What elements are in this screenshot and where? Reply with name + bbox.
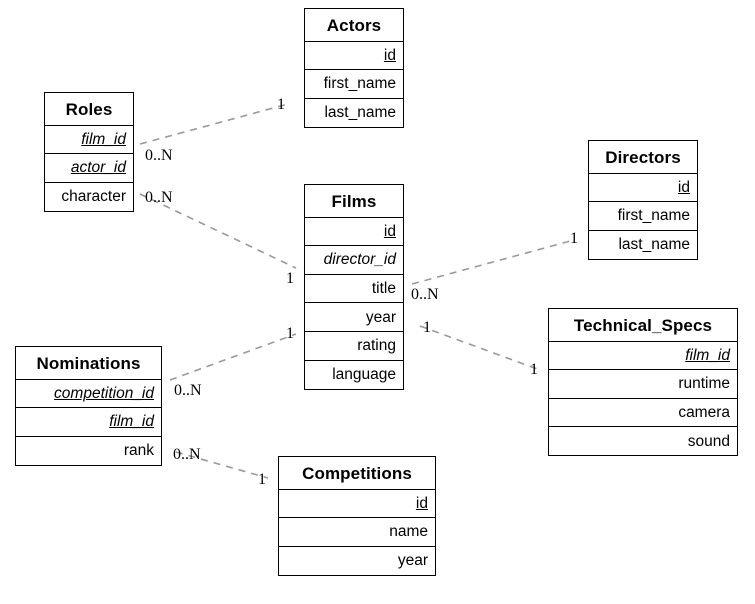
cardinality-label-films-technical_specs-target: 1: [530, 361, 538, 378]
relationship-line-roles-actors: [139, 103, 289, 145]
entity-field-directors-first_name: first_name: [588, 201, 698, 232]
cardinality-label-nominations-competitions-target: 1: [258, 471, 266, 488]
entity-field-competitions-year: year: [278, 545, 436, 576]
entity-field-actors-id: id: [304, 40, 404, 71]
cardinality-label-roles-actors-source: 0..N: [145, 147, 173, 164]
entity-title-roles: Roles: [44, 92, 134, 126]
entity-field-directors-id: id: [588, 172, 698, 203]
cardinality-label-roles-films-source: 0..N: [145, 189, 173, 206]
entity-title-directors: Directors: [588, 140, 698, 174]
entity-field-actors-last_name: last_name: [304, 97, 404, 128]
entity-field-competitions-id: id: [278, 488, 436, 519]
entity-field-technical_specs-sound: sound: [548, 426, 738, 457]
relationship-line-nominations-films: [169, 333, 297, 381]
relationship-line-films-directors: [411, 239, 575, 285]
entity-title-actors: Actors: [304, 8, 404, 42]
entity-field-films-director_id: director_id: [304, 245, 404, 276]
entity-field-films-year: year: [304, 302, 404, 333]
cardinality-label-roles-actors-target: 1: [277, 96, 285, 113]
entity-field-technical_specs-film_id: film_id: [548, 340, 738, 371]
entity-field-competitions-name: name: [278, 517, 436, 548]
entity-field-directors-last_name: last_name: [588, 229, 698, 260]
entity-field-roles-actor_id: actor_id: [44, 153, 134, 184]
entity-field-roles-character: character: [44, 181, 134, 212]
cardinality-label-films-directors-target: 1: [570, 230, 578, 247]
entity-field-roles-film_id: film_id: [44, 124, 134, 155]
entity-field-technical_specs-runtime: runtime: [548, 369, 738, 400]
cardinality-label-nominations-competitions-source: 0..N: [173, 446, 201, 463]
cardinality-label-roles-films-target: 1: [286, 270, 294, 287]
relationship-line-films-technical_specs: [419, 325, 541, 371]
cardinality-label-films-directors-source: 0..N: [411, 286, 439, 303]
entity-title-competitions: Competitions: [278, 456, 436, 490]
entity-field-actors-first_name: first_name: [304, 69, 404, 100]
entity-field-nominations-rank: rank: [15, 435, 162, 466]
entity-field-technical_specs-camera: camera: [548, 397, 738, 428]
cardinality-label-nominations-films-target: 1: [286, 325, 294, 342]
entity-title-films: Films: [304, 184, 404, 218]
entity-title-nominations: Nominations: [15, 346, 162, 380]
entity-field-films-id: id: [304, 216, 404, 247]
entity-title-technical_specs: Technical_Specs: [548, 308, 738, 342]
cardinality-label-nominations-films-source: 0..N: [174, 382, 202, 399]
entity-field-films-language: language: [304, 359, 404, 390]
entity-field-nominations-competition_id: competition_id: [15, 378, 162, 409]
entity-field-films-rating: rating: [304, 331, 404, 362]
cardinality-label-films-technical_specs-source: 1: [423, 319, 431, 336]
entity-field-films-title: title: [304, 273, 404, 304]
entity-field-nominations-film_id: film_id: [15, 407, 162, 438]
